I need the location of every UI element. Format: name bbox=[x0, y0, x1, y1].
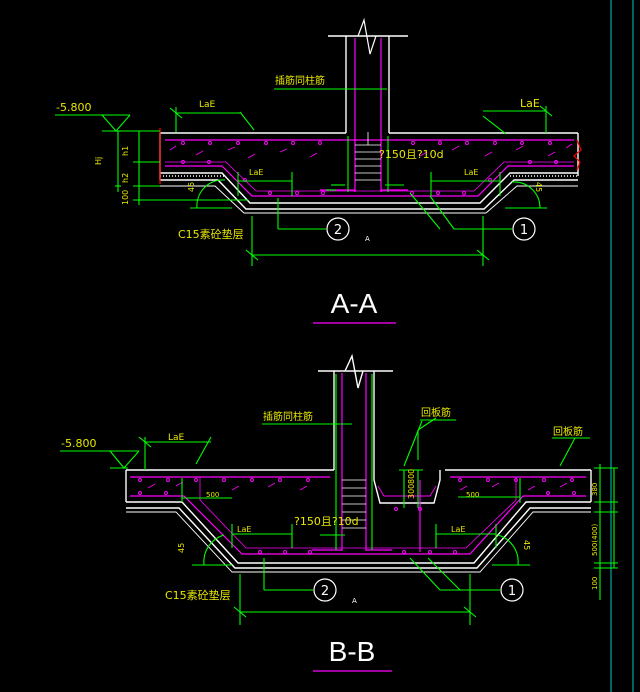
column-bb bbox=[318, 353, 393, 470]
lae-label: LaE bbox=[249, 168, 263, 177]
angle-label: 45 bbox=[522, 540, 531, 550]
angle-label: 45 bbox=[534, 182, 543, 192]
rebar-bb bbox=[130, 373, 586, 555]
dim-500: 500 bbox=[466, 491, 479, 499]
callout-1-number: 1 bbox=[508, 584, 516, 599]
dim-500: 500 bbox=[206, 491, 219, 499]
stirrup-note: ?150且?10d bbox=[294, 515, 359, 528]
callout-1-circle-aa bbox=[512, 217, 536, 241]
stirrup-note: ?150且?10d bbox=[379, 148, 444, 161]
lae-label: LaE bbox=[451, 525, 465, 534]
dim-500-400: 500(400) bbox=[591, 524, 599, 556]
dowel-label: 插筋同柱筋 bbox=[263, 410, 313, 423]
section-title: B-B bbox=[329, 636, 376, 667]
lae-label: LaE bbox=[520, 97, 540, 110]
elevation-label: -5.800 bbox=[56, 101, 91, 114]
callout-2-number: 2 bbox=[334, 223, 342, 238]
dim-800: 800 bbox=[407, 469, 416, 484]
callout-2-circle-bb bbox=[313, 578, 337, 602]
dim-100: 100 bbox=[121, 190, 130, 205]
edge-bar-label: 回板筋 bbox=[421, 406, 451, 419]
column-aa bbox=[328, 17, 408, 133]
dim-h2: h2 bbox=[121, 173, 130, 183]
lae-label: LaE bbox=[464, 168, 478, 177]
lae-label: LaE bbox=[237, 525, 251, 534]
angle-label: 45 bbox=[187, 182, 196, 192]
width-label: A bbox=[352, 597, 357, 605]
rebar-dots-bb bbox=[138, 478, 576, 554]
dim-300: 300 bbox=[407, 484, 416, 499]
cushion-label: C15素砼垫层 bbox=[165, 588, 231, 602]
dim-hj: Hj bbox=[94, 157, 103, 165]
dim-100: 100 bbox=[591, 577, 599, 590]
rebar-dots-aa bbox=[181, 141, 558, 195]
dimensions-bb bbox=[60, 374, 618, 625]
section-cut-marks-aa bbox=[159, 128, 582, 184]
dim-380: 380 bbox=[591, 483, 599, 496]
lae-label: LaE bbox=[199, 100, 216, 110]
edge-bar-label: 回板筋 bbox=[553, 425, 583, 438]
elevation-label: -5.800 bbox=[61, 437, 96, 450]
dimensions-aa bbox=[55, 88, 553, 266]
section-aa: -5.800 插筋同柱筋 LaE LaE LaE LaE ?150且?10d h… bbox=[55, 17, 582, 324]
section-title: A-A bbox=[331, 288, 378, 319]
slab-outline-bb bbox=[125, 469, 592, 573]
lae-label: LaE bbox=[168, 433, 185, 443]
width-label: A bbox=[365, 235, 370, 243]
slab-hatch-bb bbox=[147, 481, 568, 491]
rebar-aa bbox=[165, 38, 574, 197]
dowel-label: 插筋同柱筋 bbox=[275, 74, 325, 87]
section-bb: -5.800 插筋同柱筋 回板筋 回板筋 LaE LaE LaE ?150且?1… bbox=[60, 353, 618, 672]
callout-1-circle-bb bbox=[500, 578, 524, 602]
angle-label: 45 bbox=[177, 543, 186, 553]
callout-2-circle-aa bbox=[326, 217, 350, 241]
callout-2-number: 2 bbox=[321, 584, 329, 599]
callout-1-number: 1 bbox=[520, 223, 528, 238]
cushion-label: C15素砼垫层 bbox=[178, 227, 244, 241]
slab-hatch-aa bbox=[169, 143, 573, 159]
dim-h1: h1 bbox=[121, 146, 130, 156]
